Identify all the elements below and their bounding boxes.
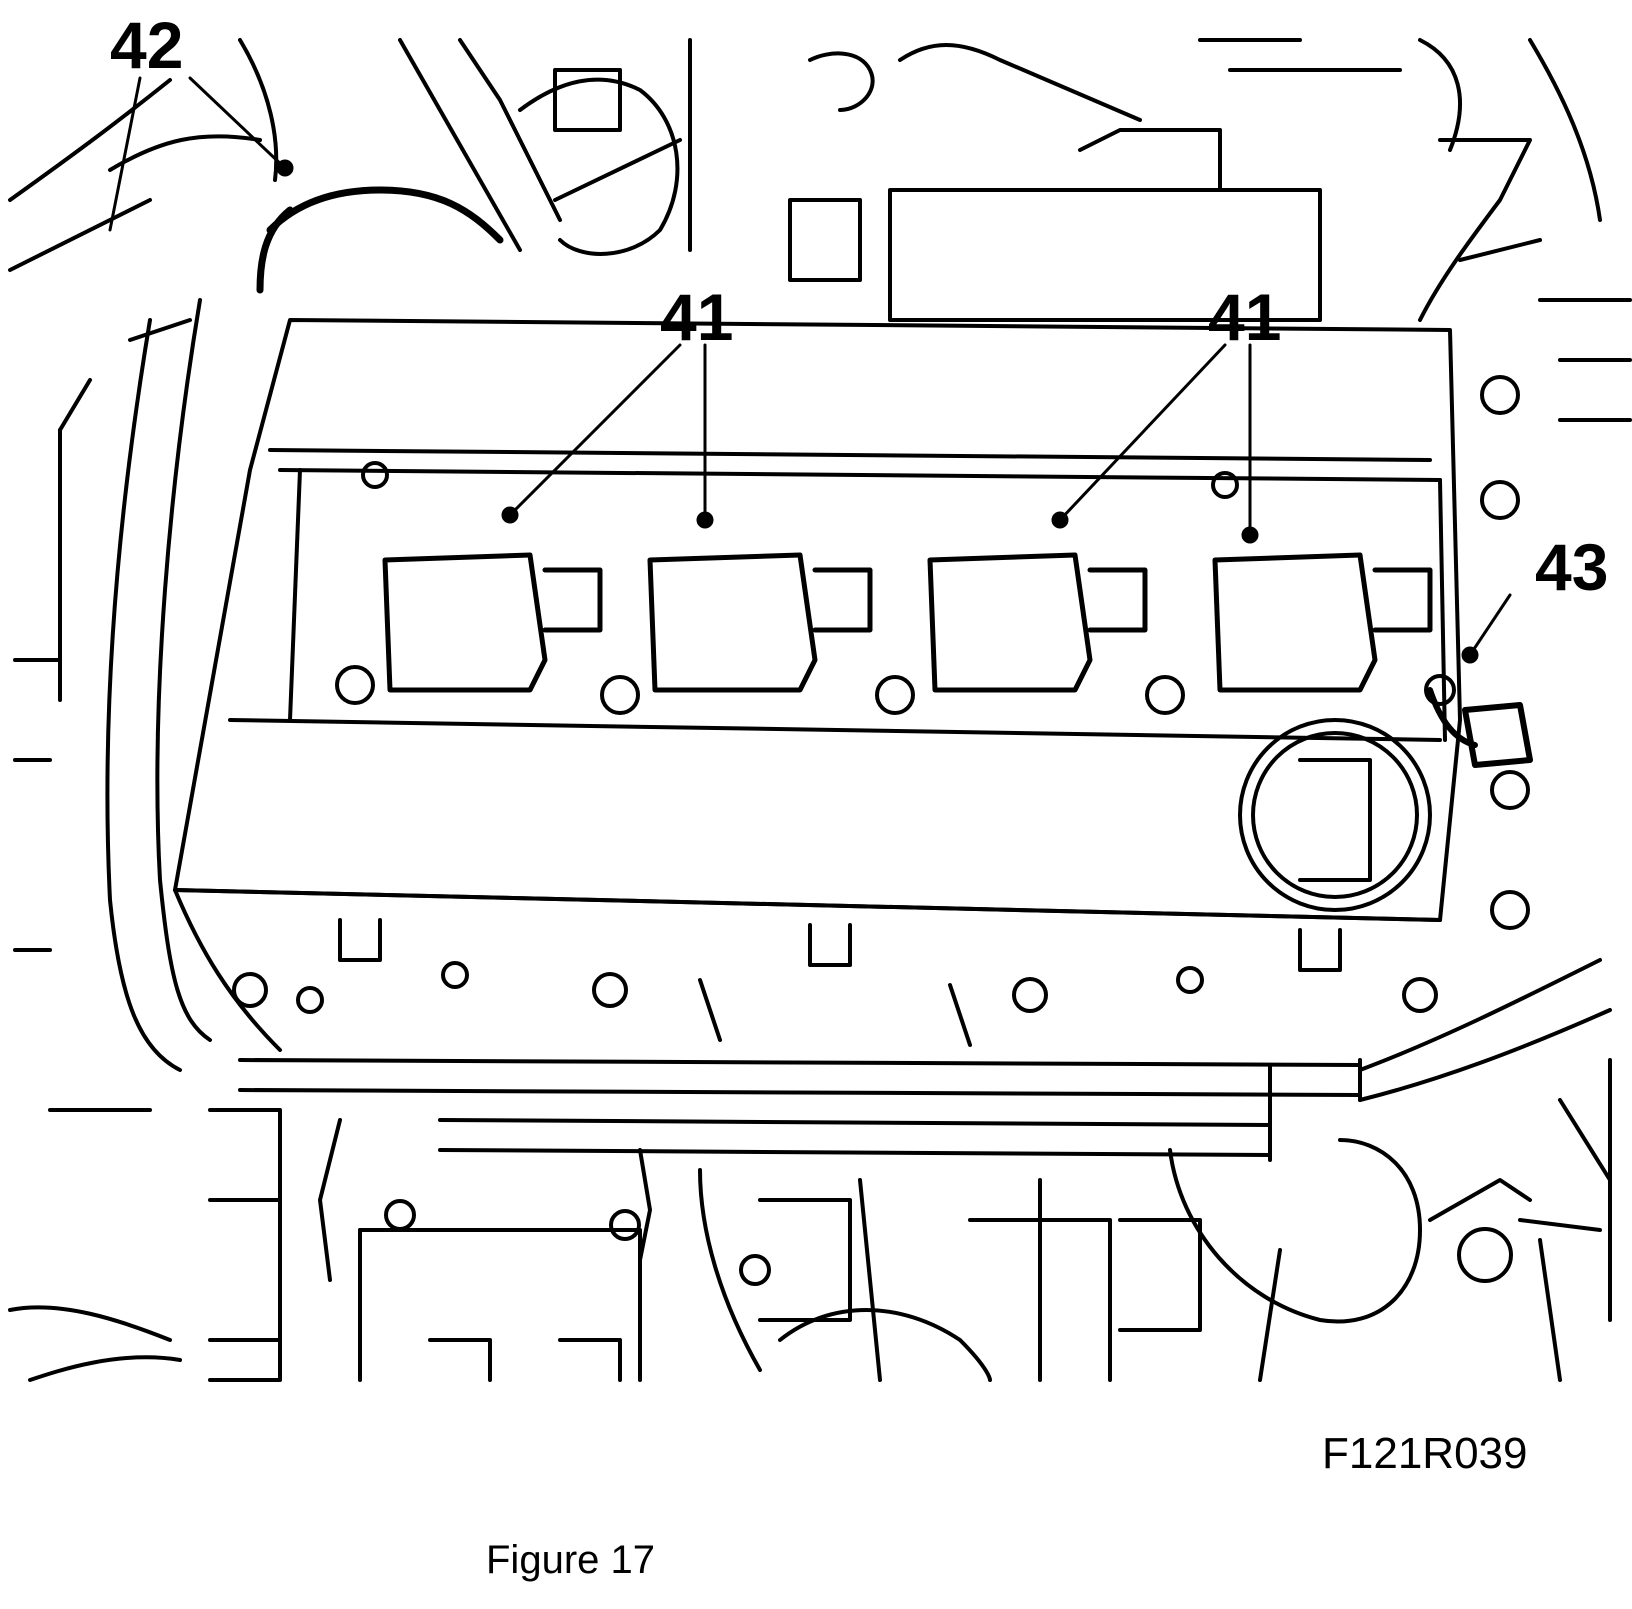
lower-engine xyxy=(8,1058,1612,1382)
callout-hose-label: 42 xyxy=(110,8,183,82)
coolant-hose xyxy=(13,186,504,1112)
cover-bolts xyxy=(335,375,1530,930)
ignition-coils xyxy=(382,552,1433,693)
callout-coil-label-2: 41 xyxy=(1208,280,1281,354)
camshaft-cover xyxy=(173,318,1462,922)
fuel-rail-area xyxy=(173,888,1612,1162)
callout-sensor-label: 43 xyxy=(1535,530,1608,604)
leader-lines xyxy=(108,76,1512,664)
oil-filler-cap xyxy=(1238,718,1432,912)
figure-caption: Figure 17 xyxy=(486,1538,655,1582)
engine-bay-background xyxy=(8,38,1632,422)
callout-coil-label-1: 41 xyxy=(660,280,733,354)
figure-reference-code: F121R039 xyxy=(1322,1429,1527,1478)
sensor-bracket xyxy=(1427,687,1533,768)
